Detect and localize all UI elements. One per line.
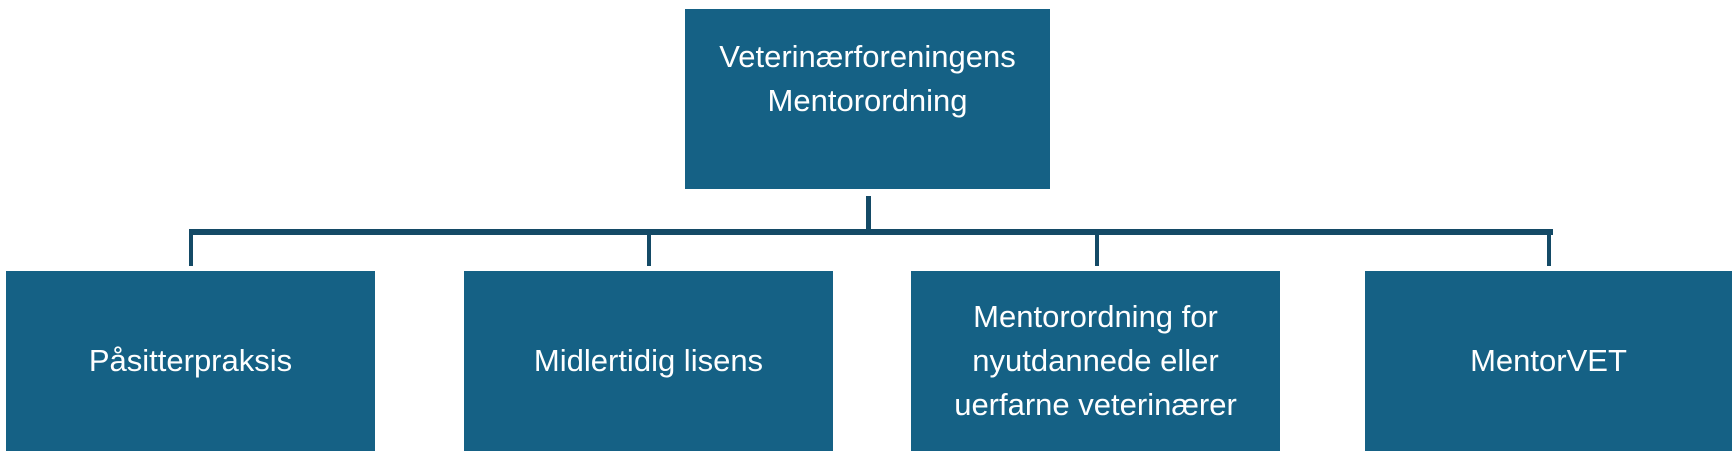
child-node-midlertidig-lisens: Midlertidig lisens <box>464 271 833 451</box>
root-node-label: Veterinærforeningens Mentorordning <box>719 39 1016 118</box>
connector-drop-3 <box>1095 229 1099 266</box>
child-node-label: Påsitterpraksis <box>88 343 293 378</box>
child-node-label: Mentorordning for nyutdannede eller uerf… <box>954 299 1237 422</box>
connector-drop-2 <box>647 229 651 266</box>
child-node-pasitterpraksis: Påsitterpraksis <box>6 271 375 451</box>
connector-drop-1 <box>189 229 193 266</box>
connector-horizontal <box>189 229 1553 235</box>
connector-drop-4 <box>1547 229 1551 266</box>
child-node-mentorvet: MentorVET <box>1365 271 1732 451</box>
child-node-label: Midlertidig lisens <box>533 343 764 378</box>
root-node: Veterinærforeningens Mentorordning <box>685 9 1050 189</box>
connector-stem <box>866 196 871 234</box>
child-node-label: MentorVET <box>1470 343 1627 378</box>
child-node-mentorordning-nyutdannede: Mentorordning for nyutdannede eller uerf… <box>911 271 1280 451</box>
